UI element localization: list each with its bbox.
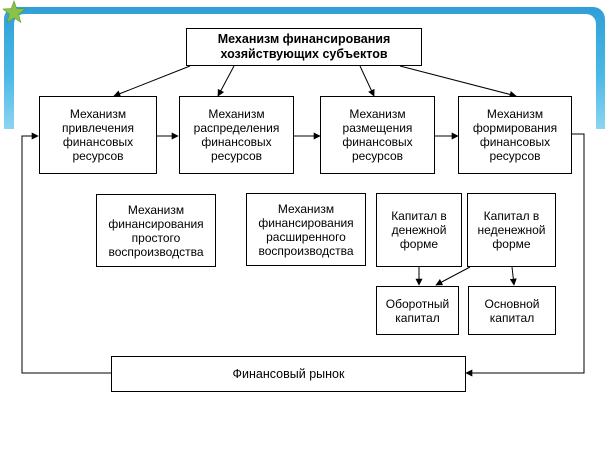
diagram-connectors [21, 65, 585, 377]
arrow-formation-to-market [465, 133, 585, 377]
working-capital-box: Оборотный капитал [376, 286, 459, 335]
simple-reproduction-box: Механизм финансирования простого воспрои… [96, 194, 216, 267]
arrow-root-to-attraction [113, 65, 191, 97]
fixed-capital-box: Основной капитал [468, 286, 556, 335]
arrow-root-to-placement [359, 65, 375, 97]
arrow-nonmonetary-to-fixed [509, 266, 517, 286]
nonmonetary-capital-box: Капитал в неденежной форме [467, 193, 556, 267]
arrow-root-to-formation [399, 65, 517, 98]
root-mechanism-box: Механизм финансирования хозяйствующих су… [186, 28, 422, 66]
star-icon [2, 0, 26, 24]
monetary-capital-box: Капитал в денежной форме [376, 193, 462, 267]
mechanism-placement-box: Механизм размещения финансовых ресурсов [320, 96, 435, 174]
mechanism-distribution-box: Механизм распределения финансовых ресурс… [179, 96, 294, 174]
financial-market-box: Финансовый рынок [111, 356, 466, 392]
mechanism-formation-box: Механизм формирования финансовых ресурсо… [458, 96, 572, 174]
arrow-nonmonetary-to-working [435, 266, 471, 286]
extended-reproduction-box: Механизм финансирования расширенного вос… [246, 193, 366, 266]
arrow-root-to-distribution [217, 65, 235, 97]
mechanism-attraction-box: Механизм привлечения финансовых ресурсов [39, 96, 157, 174]
arrow-market-to-attraction [21, 132, 111, 374]
